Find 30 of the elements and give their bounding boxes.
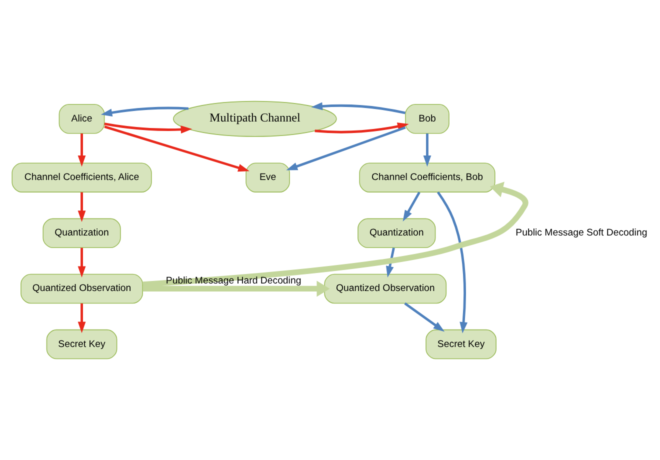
- arrow: [100, 106, 189, 116]
- node-box: Alice: [58, 104, 105, 134]
- arrow: [78, 192, 86, 222]
- arrow: [402, 192, 420, 222]
- arrow: [78, 303, 86, 334]
- node-box: Bob: [405, 104, 450, 134]
- node-box: Secret Key: [46, 329, 118, 360]
- edge-label: Public Message Soft Decoding: [516, 228, 648, 239]
- node-box: Channel Coefficients, Alice: [12, 162, 152, 192]
- node-box: Eve: [246, 162, 290, 192]
- arrow: [142, 280, 330, 297]
- arrow: [436, 192, 468, 334]
- arrow: [423, 134, 432, 167]
- arrow: [386, 248, 395, 278]
- node-box: Quantization: [358, 218, 436, 248]
- arrow: [78, 134, 86, 167]
- arrow: [286, 126, 406, 170]
- edge-label: Public Message Hard Decoding: [166, 276, 302, 287]
- node-box: Secret Key: [426, 329, 496, 360]
- arrow: [104, 126, 250, 172]
- arrow: [311, 102, 406, 114]
- node-box: Quantization: [42, 218, 121, 248]
- arrow: [104, 122, 192, 134]
- arrow: [314, 122, 409, 134]
- arrow: [78, 248, 86, 278]
- node-box: Quantized Observation: [324, 274, 447, 304]
- arrow: [142, 182, 528, 288]
- node-box: Quantized Observation: [20, 274, 143, 304]
- node-box: Channel Coefficients, Bob: [359, 162, 496, 192]
- arrow: [404, 302, 445, 332]
